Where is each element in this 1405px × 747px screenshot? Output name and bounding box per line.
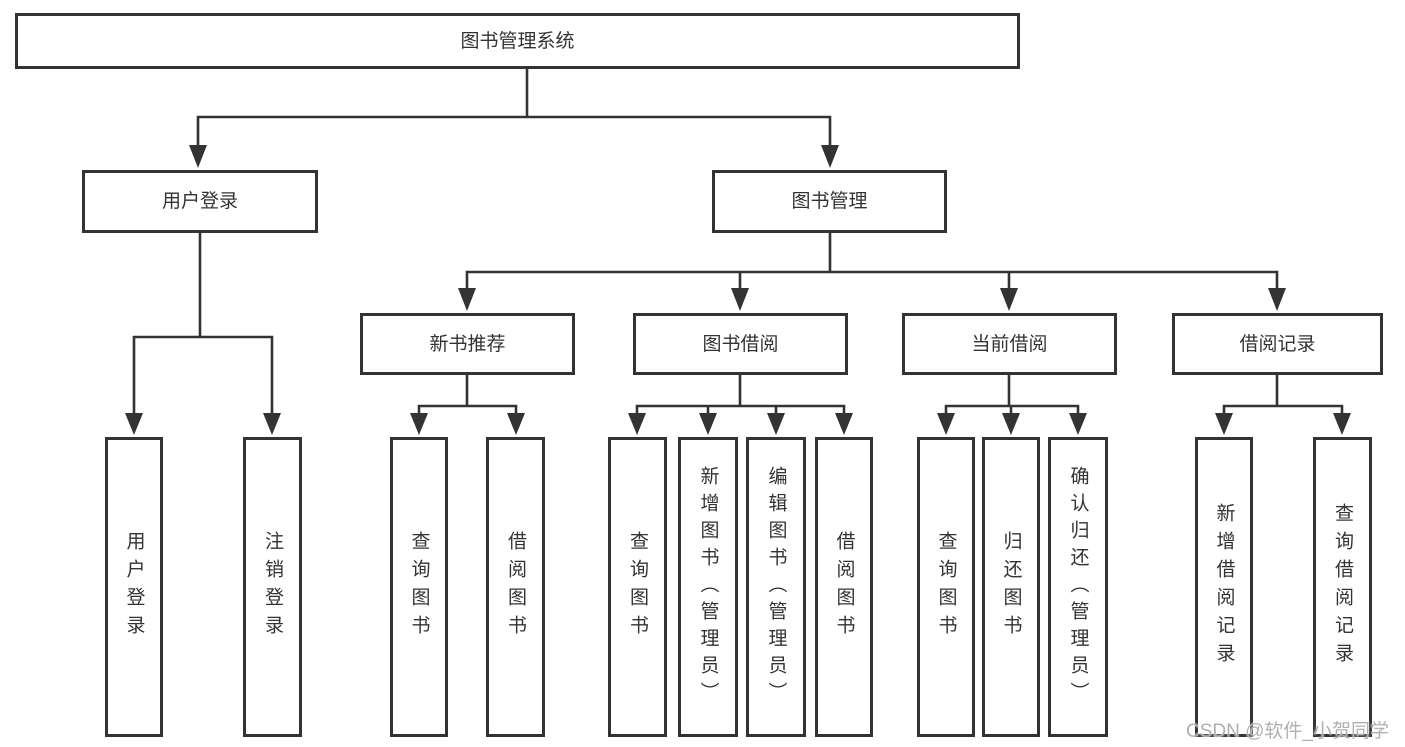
csdn-watermark: CSDN @软件_小贺同学	[1186, 721, 1389, 742]
leaf-add-borrow-record: 新增借阅记录	[1195, 437, 1253, 737]
node-user-login: 用户登录	[82, 170, 318, 233]
leaf-edit-books-admin: 编辑图书（管理员）	[746, 437, 806, 737]
leaf-logout: 注销登录	[243, 437, 302, 737]
node-label: 借阅图书	[833, 531, 855, 643]
node-label: 编辑图书（管理员）	[765, 465, 787, 709]
node-label: 查询借阅记录	[1332, 503, 1353, 671]
node-label: 借阅图书	[505, 531, 526, 643]
leaf-borrow-books: 借阅图书	[815, 437, 873, 737]
leaf-query-books-recommend: 查询图书	[390, 437, 448, 737]
node-label: 新增借阅记录	[1213, 503, 1235, 671]
node-label: 查询图书	[408, 531, 430, 643]
node-label: 确认归还（管理员）	[1067, 465, 1089, 709]
node-label: 新增图书（管理员）	[697, 465, 719, 709]
leaf-add-books-admin: 新增图书（管理员）	[678, 437, 738, 737]
node-book-borrow: 图书借阅	[633, 313, 848, 375]
leaf-query-books-borrow: 查询图书	[608, 437, 667, 737]
leaf-query-books-current: 查询图书	[917, 437, 975, 737]
leaf-user-login: 用户登录	[105, 437, 163, 737]
node-label: 注销登录	[262, 531, 283, 643]
node-label: 图书借阅	[702, 333, 779, 355]
node-book-management: 图书管理	[712, 170, 947, 233]
node-label: 归还图书	[1000, 531, 1022, 643]
node-label: 图书管理	[791, 191, 868, 212]
node-label: 用户登录	[123, 531, 145, 643]
node-label: 用户登录	[161, 191, 238, 212]
node-borrow-records: 借阅记录	[1172, 313, 1383, 375]
node-label: 借阅记录	[1239, 333, 1316, 355]
node-label: 图书管理系统	[460, 30, 575, 52]
leaf-borrow-books-recommend: 借阅图书	[486, 437, 545, 737]
node-label: 查询图书	[935, 531, 957, 643]
node-new-book-recommend: 新书推荐	[360, 313, 575, 375]
leaf-query-borrow-record: 查询借阅记录	[1313, 437, 1372, 737]
leaf-confirm-return-admin: 确认归还（管理员）	[1048, 437, 1108, 737]
node-label: 新书推荐	[429, 333, 506, 355]
node-label: 当前借阅	[971, 333, 1048, 355]
node-label: 查询图书	[627, 531, 648, 643]
leaf-return-books: 归还图书	[982, 437, 1040, 737]
node-root-system: 图书管理系统	[15, 13, 1020, 69]
node-current-borrow: 当前借阅	[902, 313, 1117, 375]
